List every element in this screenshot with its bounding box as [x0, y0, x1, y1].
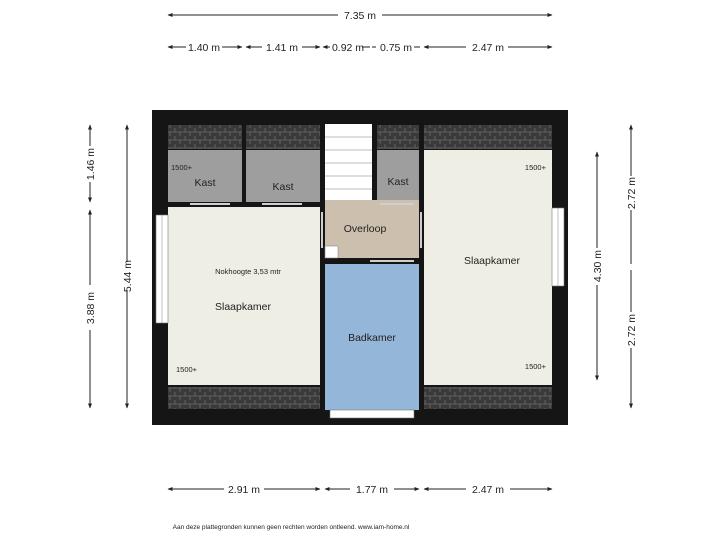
dim-right-inner-label: 4.30 m	[592, 250, 604, 282]
disclaimer: Aan deze plattegronden kunnen geen recht…	[173, 524, 410, 531]
dim-left-inner-bottom-label: 3.88 m	[85, 292, 97, 324]
height-marker-bottom-right: 1500+	[525, 362, 547, 371]
dim-right-outer-top-label: 2.72 m	[626, 177, 638, 209]
bottom-dimension-segments: 2.91 m 1.77 m 2.47 m	[167, 484, 553, 496]
landing-room	[325, 200, 419, 258]
room-label-bedroom-left: Slaapkamer	[215, 301, 272, 313]
dim-top-seg-3: 0.92 m	[332, 42, 364, 54]
bathroom-window	[329, 409, 415, 419]
dim-top-seg-1: 1.40 m	[188, 42, 220, 54]
bedroom-right	[424, 150, 552, 385]
room-label-landing: Overloop	[344, 223, 387, 235]
room-label-bedroom-right: Slaapkamer	[464, 255, 521, 267]
dim-top-seg-2: 1.41 m	[266, 42, 298, 54]
dim-bottom-seg-2: 1.77 m	[356, 484, 388, 496]
dim-left-inner-top-label: 1.46 m	[85, 148, 97, 180]
dim-top-total-label: 7.35 m	[344, 10, 376, 22]
room-label-closet-1: Kast	[194, 177, 215, 189]
dim-right-outer-bottom-label: 2.72 m	[626, 314, 638, 346]
dim-left-outer-label: 5.44 m	[122, 260, 134, 292]
left-dimension-outer: 5.44 m	[122, 124, 134, 409]
closet-1	[168, 150, 242, 202]
dim-top-seg-4: 0.75 m	[380, 42, 412, 54]
top-dimension-total: 7.35 m	[167, 10, 553, 22]
room-label-bathroom: Badkamer	[348, 332, 396, 344]
dim-bottom-seg-1: 2.91 m	[228, 484, 260, 496]
roof-tiles-top-right	[424, 125, 552, 149]
roof-tiles-top-left-1	[168, 125, 242, 149]
height-marker-top-right: 1500+	[525, 163, 547, 172]
roof-tiles-bottom-right	[424, 387, 552, 409]
door-openings	[190, 203, 422, 262]
room-label-closet-3: Kast	[387, 176, 408, 188]
bedroom-left	[168, 207, 320, 385]
right-dimension-outer: 2.72 m 2.72 m	[626, 124, 638, 409]
roof-tiles-top-left-2	[246, 125, 320, 149]
height-marker-bottom-left: 1500+	[176, 365, 198, 374]
dim-top-seg-5: 2.47 m	[472, 42, 504, 54]
roof-tiles-top-mid	[377, 125, 419, 149]
dim-bottom-seg-3: 2.47 m	[472, 484, 504, 496]
top-dimension-segments: 1.40 m 1.41 m 0.92 m 0.75 m 2.47 m	[167, 42, 553, 54]
height-marker-top-left: 1500+	[171, 163, 193, 172]
closet-2	[246, 150, 320, 202]
right-dimension-inner: 4.30 m	[592, 151, 604, 381]
ridge-height-note: Nokhoogte 3,53 mtr	[215, 267, 281, 276]
landing-cabinet	[324, 245, 339, 259]
stair-steps	[325, 136, 372, 190]
room-label-closet-2: Kast	[272, 181, 293, 193]
roof-tiles-bottom-left	[168, 387, 320, 409]
bathroom	[325, 264, 419, 410]
closet-3	[377, 150, 419, 202]
left-dimension-inner: 1.46 m 3.88 m	[85, 124, 97, 409]
